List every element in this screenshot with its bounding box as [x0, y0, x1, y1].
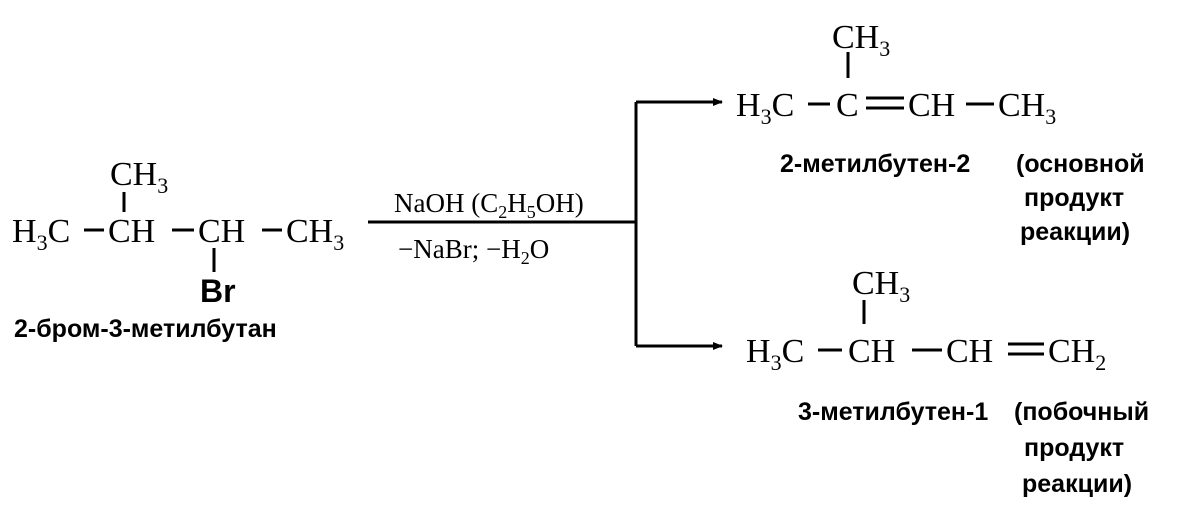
main-product-structure: H3C C CH3 CH CH3 2-метилбутен-2 (основно…	[736, 19, 1145, 246]
side-product-note-3: реакции)	[1022, 470, 1132, 498]
main-product-note-1: (основной	[1016, 150, 1145, 178]
side-product-ch-2: CH	[946, 333, 993, 370]
main-product-note-3: реакции)	[1020, 218, 1130, 246]
main-product-name: 2-метилбутен-2	[780, 150, 970, 178]
reactant-methyl: CH3	[110, 156, 168, 198]
main-product-ch: CH	[908, 87, 955, 124]
conditions-above: NaOH (C2H5OH)	[394, 188, 584, 222]
side-product-ch-1: CH	[848, 333, 895, 370]
side-product-note-1: (побочный	[1014, 398, 1149, 426]
side-product-ch2: CH2	[1048, 333, 1106, 375]
side-product-name: 3-метилбутен-1	[798, 398, 988, 426]
side-product-structure: H3C CH CH3 CH CH2 3-метилбутен-1 (побочн…	[746, 265, 1149, 498]
side-product-h3c: H3C	[746, 333, 804, 375]
reactant-ch-2: CH	[198, 213, 245, 250]
reaction-arrow-group: NaOH (C2H5OH) −NaBr; −H2O	[368, 98, 723, 350]
reactant-h3c: H3C	[12, 213, 70, 255]
conditions-below: −NaBr; −H2O	[398, 234, 549, 268]
reactant-ch-1: CH	[108, 213, 155, 250]
side-product-note-2: продукт	[1024, 434, 1124, 462]
main-product-ch3: CH3	[998, 87, 1056, 129]
main-product-c: C	[836, 87, 859, 124]
reactant-structure: H3C CH CH3 CH Br CH3 2-бром-3-метилбутан	[12, 156, 344, 343]
main-product-h3c: H3C	[736, 87, 794, 129]
side-product-methyl: CH3	[852, 265, 910, 307]
reactant-name: 2-бром-3-метилбутан	[14, 315, 277, 343]
reactant-br: Br	[200, 273, 236, 309]
reactant-ch3: CH3	[286, 213, 344, 255]
main-product-note-2: продукт	[1024, 184, 1124, 212]
main-product-methyl: CH3	[832, 19, 890, 61]
